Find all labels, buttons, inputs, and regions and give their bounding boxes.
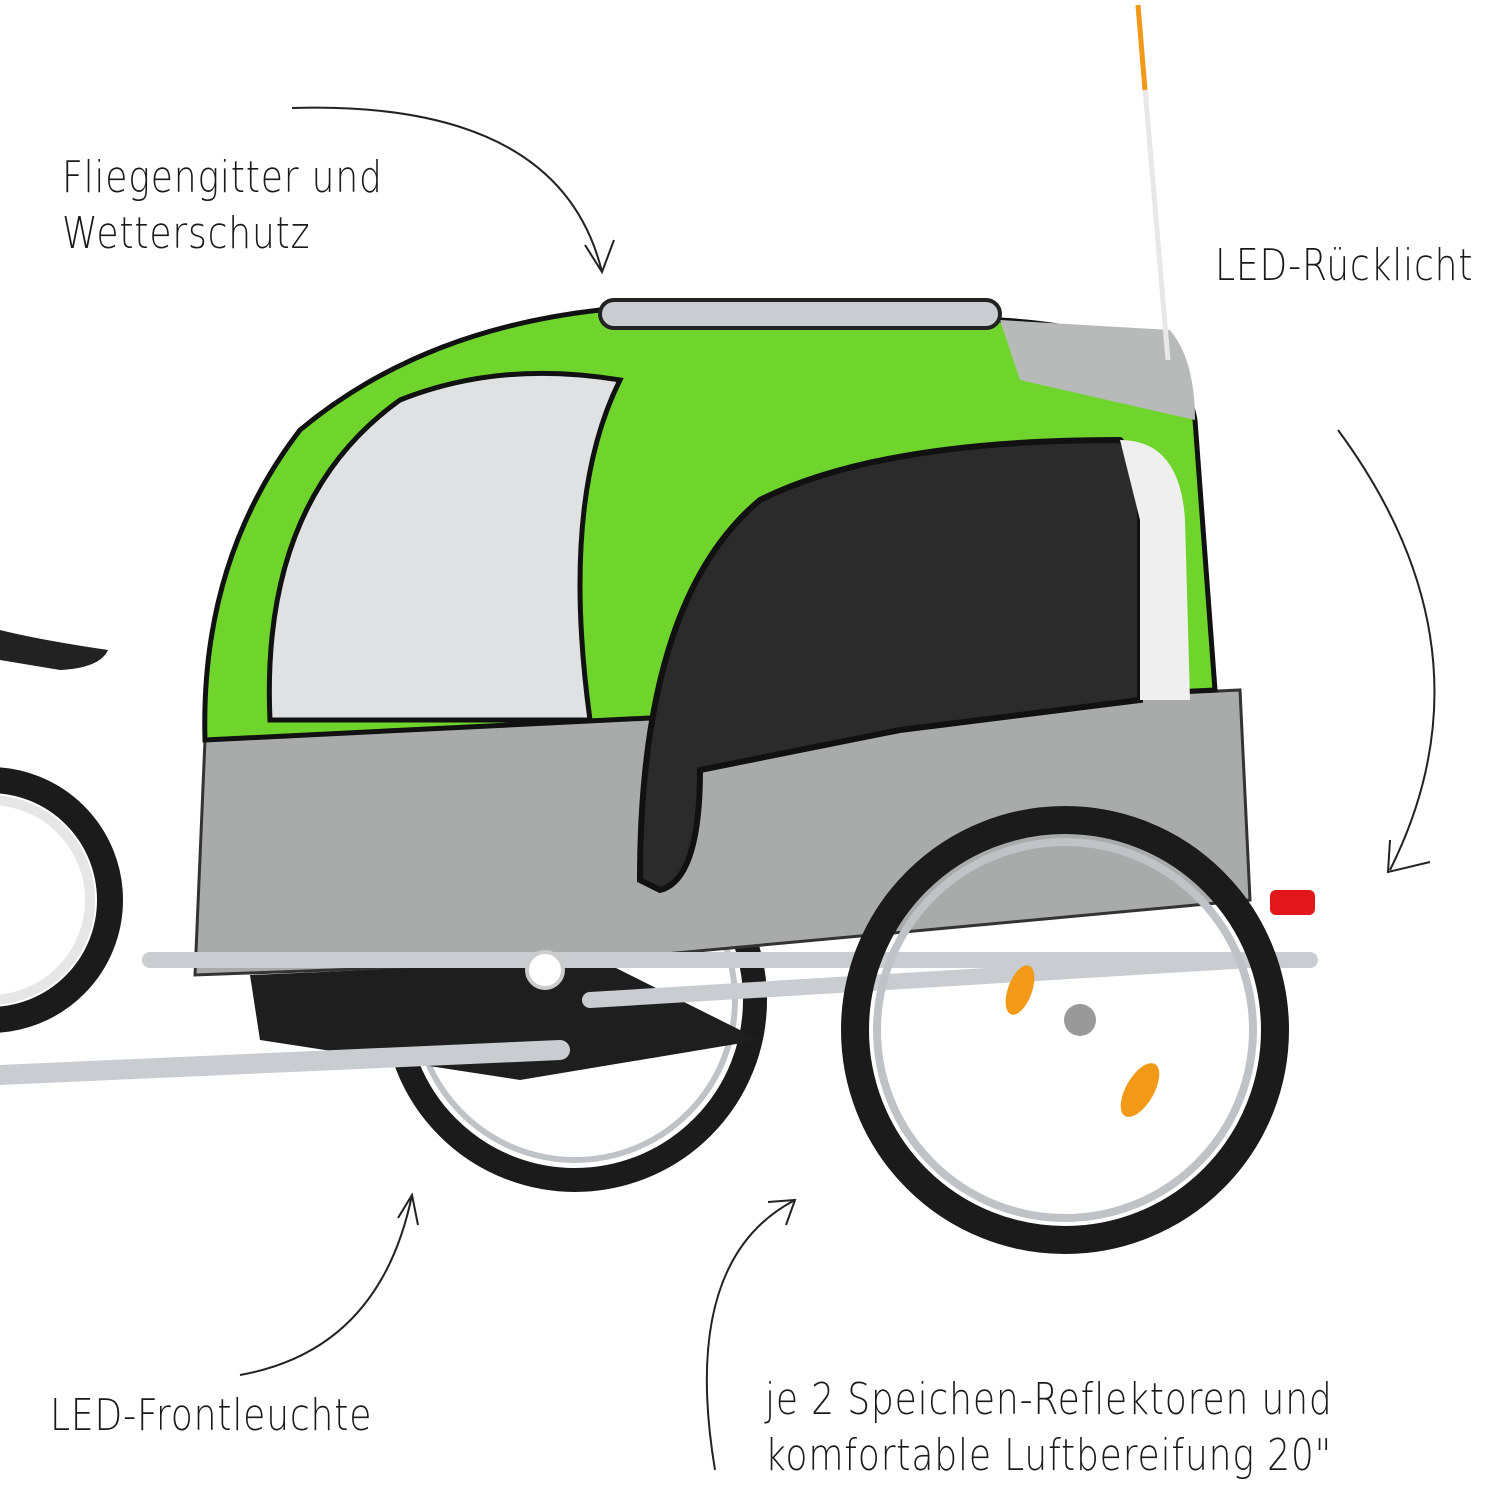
arrow-front-light xyxy=(239,1192,419,1376)
side-window xyxy=(636,436,1143,894)
spoke-reflector xyxy=(1120,1063,1160,1117)
frame-bar xyxy=(142,952,1318,1008)
label-line: komfortable Luftbereifung 20" xyxy=(765,1430,1333,1481)
weather-cover-roll xyxy=(598,298,1002,330)
white-panel xyxy=(1120,440,1190,700)
label-wheels: je 2 Speichen-Reflektoren und komfortabl… xyxy=(765,1372,1333,1484)
annotation-arrows xyxy=(239,106,1436,1471)
bicycle-saddle xyxy=(0,630,108,670)
tow-bar xyxy=(0,1040,570,1085)
bicycle-wheel xyxy=(0,767,123,1033)
label-front-light: LED-Frontleuchte xyxy=(50,1390,373,1441)
arrow-rear-light xyxy=(1337,429,1436,874)
arrow-mesh xyxy=(291,106,615,275)
label-mesh-weather: Fliegengitter und Wetterschutz xyxy=(62,150,383,262)
top-cover xyxy=(1000,320,1195,420)
label-rear-light: LED-Rücklicht xyxy=(1215,240,1474,291)
flag-tip xyxy=(1135,4,1148,91)
label-line: Wetterschutz xyxy=(62,208,311,259)
arrow-wheels xyxy=(705,1198,797,1471)
mesh-window xyxy=(266,370,624,723)
label-line: je 2 Speichen-Reflektoren und xyxy=(765,1374,1333,1425)
label-line: Fliegengitter und xyxy=(62,152,383,203)
rear-led-light xyxy=(1270,890,1315,915)
right-wheel xyxy=(841,806,1289,1254)
front-led-light xyxy=(525,950,565,990)
